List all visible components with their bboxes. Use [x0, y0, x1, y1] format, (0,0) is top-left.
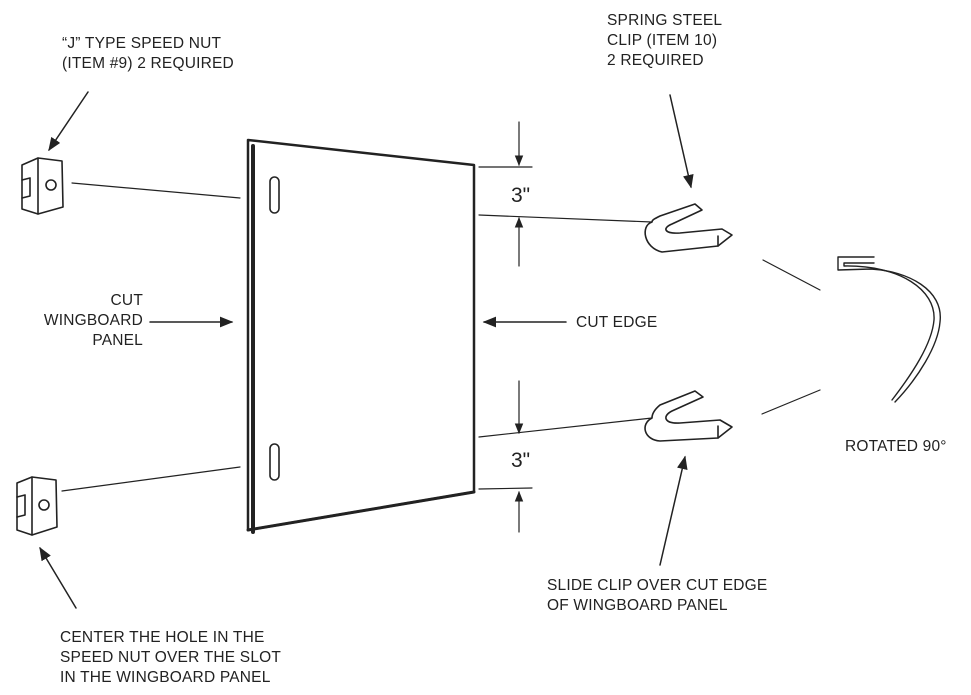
cut-panel-label: CUT WINGBOARD PANEL — [43, 292, 143, 349]
cut-edge-label: CUT EDGE — [576, 314, 658, 331]
spring-clip-arrow — [669, 94, 694, 189]
upper-nut-alignment-line — [71, 182, 241, 199]
center-hole-arrow — [39, 546, 77, 609]
speed-nut-arrow — [48, 91, 89, 152]
bottom-dimension-value: 3" — [511, 449, 531, 472]
top-dimension-value: 3" — [511, 184, 531, 207]
lower-dimension — [478, 380, 653, 533]
upper-slot — [269, 176, 280, 214]
lower-nut-alignment-line — [61, 466, 241, 492]
rotated-label: ROTATED 90° — [845, 438, 947, 455]
slide-clip-arrow — [659, 455, 688, 566]
upper-spring-clip — [644, 203, 733, 253]
lower-connector-line — [761, 389, 821, 415]
rotated-clip-side-view — [837, 256, 941, 403]
upper-dimension — [478, 121, 653, 267]
lower-speed-nut — [16, 476, 58, 536]
center-hole-label: CENTER THE HOLE IN THE SPEED NUT OVER TH… — [60, 629, 282, 686]
upper-connector-line — [762, 259, 821, 291]
wingboard-panel — [246, 138, 476, 534]
upper-speed-nut — [21, 157, 64, 215]
lower-spring-clip — [644, 390, 733, 442]
slide-clip-label: SLIDE CLIP OVER CUT EDGE OF WINGBOARD PA… — [547, 577, 768, 614]
speed-nut-label: “J” TYPE SPEED NUT (ITEM #9) 2 REQUIRED — [62, 35, 234, 72]
lower-slot — [269, 443, 280, 481]
spring-clip-label: SPRING STEEL CLIP (ITEM 10) 2 REQUIRED — [607, 12, 723, 69]
